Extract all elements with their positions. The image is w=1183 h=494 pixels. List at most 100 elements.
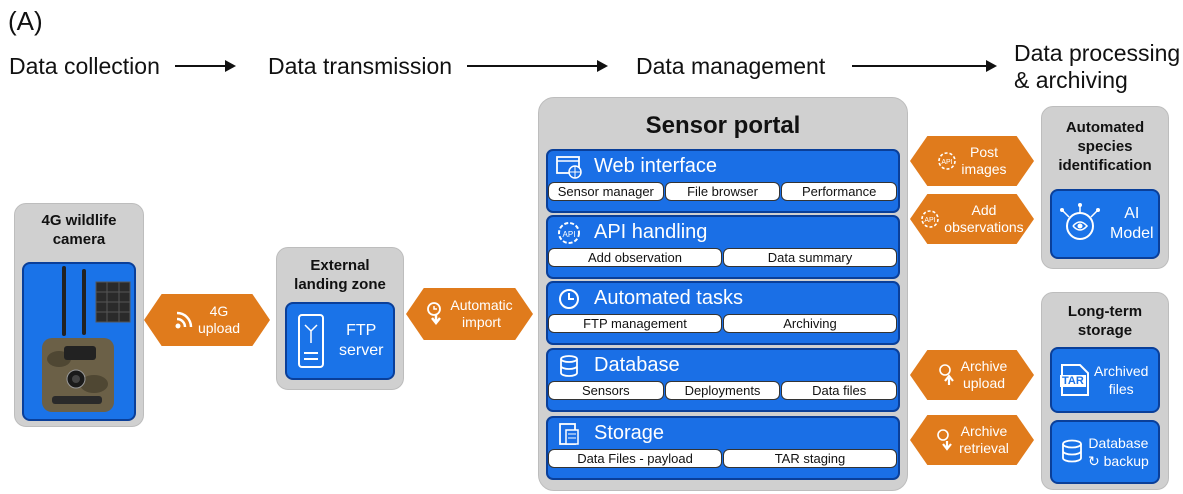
ftp-line1: FTP: [346, 322, 377, 339]
cell-deployments: Deployments: [664, 381, 781, 400]
archived-line1: Archived: [1094, 363, 1149, 379]
archive-upload-line1: Archive: [960, 358, 1008, 374]
cell-tar-staging: TAR staging: [723, 449, 897, 468]
stage-data-collection: Data collection: [9, 53, 160, 79]
server-icon: [298, 314, 324, 368]
cell-data-files: Data files: [781, 381, 898, 400]
landing-title-1: External: [310, 257, 370, 274]
stage-arrow-1: [175, 65, 225, 67]
add-observations-line1: Add: [971, 202, 997, 218]
cell-archiving: Archiving: [723, 314, 897, 333]
camera-group: 4G wildlife camera: [14, 203, 144, 427]
database-icon: [556, 353, 582, 379]
api-observe-icon: API: [920, 209, 940, 229]
cell-add-observation: Add observation: [548, 248, 722, 267]
api-badge-text: API: [942, 159, 953, 166]
api-gear-icon: API: [556, 220, 582, 246]
ai-model-line1: AI: [1124, 205, 1140, 222]
clock-upload-icon: [937, 363, 957, 387]
species-title-3: identification: [1058, 157, 1152, 174]
section-database: Database Sensors Deployments Data files: [546, 348, 900, 412]
post-images-line2: images: [961, 161, 1007, 177]
database-backup-box: Database ↻ backup: [1050, 420, 1160, 484]
clock-download-icon: [426, 301, 446, 327]
add-observations-line2: observations: [944, 219, 1024, 235]
ai-model-box: AI Model: [1050, 189, 1160, 259]
tar-badge: TAR: [1060, 375, 1086, 387]
ai-model-line2: Model: [1110, 225, 1154, 242]
camera-image-frame: [22, 262, 136, 421]
storage-title-1: Long-term: [1067, 303, 1143, 320]
species-title-1: Automated: [1065, 119, 1145, 136]
api-handling-title: API handling: [594, 221, 708, 243]
species-title-2: species: [1077, 138, 1133, 155]
refresh-icon: ↻: [1088, 453, 1104, 469]
cell-file-browser: File browser: [664, 182, 781, 201]
archive-retrieval-line2: retrieval: [959, 440, 1009, 456]
wifi-signal-icon: [174, 310, 194, 330]
stage-arrowhead-1: [225, 60, 236, 72]
web-interface-icon: [556, 154, 582, 180]
api-badge-text: API: [925, 217, 936, 224]
archived-files-box: TAR Archived files: [1050, 347, 1160, 413]
api-badge-text: API: [563, 230, 576, 239]
cell-ftp-management: FTP management: [548, 314, 722, 333]
auto-import-line2: import: [462, 314, 501, 330]
clock-download-icon: [935, 428, 955, 452]
landing-title-2: landing zone: [294, 276, 386, 293]
web-interface-title: Web interface: [594, 155, 718, 177]
backup-line2-text: backup: [1103, 453, 1149, 469]
archive-retrieval-line1: Archive: [960, 423, 1008, 439]
api-post-icon: API: [937, 151, 957, 171]
stage-data-processing: Data processing: [1014, 40, 1181, 66]
cell-performance: Performance: [781, 182, 898, 201]
archive-upload-line2: upload: [962, 375, 1006, 391]
tar-file-icon: TAR: [1060, 363, 1090, 397]
automated-tasks-title: Automated tasks: [594, 287, 743, 309]
storage-title-2: storage: [1077, 322, 1133, 339]
cell-sensor-manager: Sensor manager: [548, 182, 664, 201]
stage-data-management: Data management: [636, 53, 826, 79]
long-term-storage-group: Long-term storage TAR Archived files Dat…: [1041, 292, 1169, 490]
camera-title-1: 4G wildlife: [41, 212, 117, 229]
database-title: Database: [594, 354, 680, 376]
stage-archiving: & archiving: [1014, 67, 1128, 93]
clock-icon: [556, 286, 582, 312]
section-api-handling: API API handling Add observation Data su…: [546, 215, 900, 279]
database-backup-icon: [1062, 439, 1082, 463]
cell-sensors: Sensors: [548, 381, 664, 400]
cell-data-summary: Data summary: [723, 248, 897, 267]
storage-title: Storage: [594, 422, 665, 444]
ftp-line2: server: [339, 342, 384, 359]
upload-4g-line1: 4G: [209, 303, 229, 319]
stage-arrowhead-2: [597, 60, 608, 72]
section-automated-tasks: Automated tasks FTP management Archiving: [546, 281, 900, 345]
storage-files-icon: [556, 421, 582, 447]
landing-zone-group: External landing zone FTP server: [276, 247, 404, 390]
post-images-line1: Post: [969, 144, 998, 160]
upload-4g-line2: upload: [197, 320, 241, 336]
stage-arrow-3: [852, 65, 986, 67]
camera-title-2: camera: [52, 231, 106, 248]
species-id-group: Automated species identification AI Mode…: [1041, 106, 1169, 269]
section-storage: Storage Data Files - payload TAR staging: [546, 416, 900, 480]
backup-line1: Database: [1088, 435, 1149, 451]
cell-data-files-payload: Data Files - payload: [548, 449, 722, 468]
stage-arrow-2: [467, 65, 597, 67]
wildlife-camera-icon: [42, 266, 131, 412]
auto-import-line1: Automatic: [450, 297, 513, 313]
panel-label: (A): [8, 6, 43, 36]
backup-line2: ↻ backup: [1088, 452, 1149, 470]
stage-data-transmission: Data transmission: [268, 53, 453, 79]
ai-brain-icon: [1060, 203, 1100, 240]
archived-line2: files: [1108, 381, 1134, 397]
portal-title: Sensor portal: [645, 112, 801, 139]
ftp-server-box: FTP server: [285, 302, 395, 380]
section-web-interface: Web interface Sensor manager File browse…: [546, 149, 900, 213]
stage-arrowhead-3: [986, 60, 997, 72]
